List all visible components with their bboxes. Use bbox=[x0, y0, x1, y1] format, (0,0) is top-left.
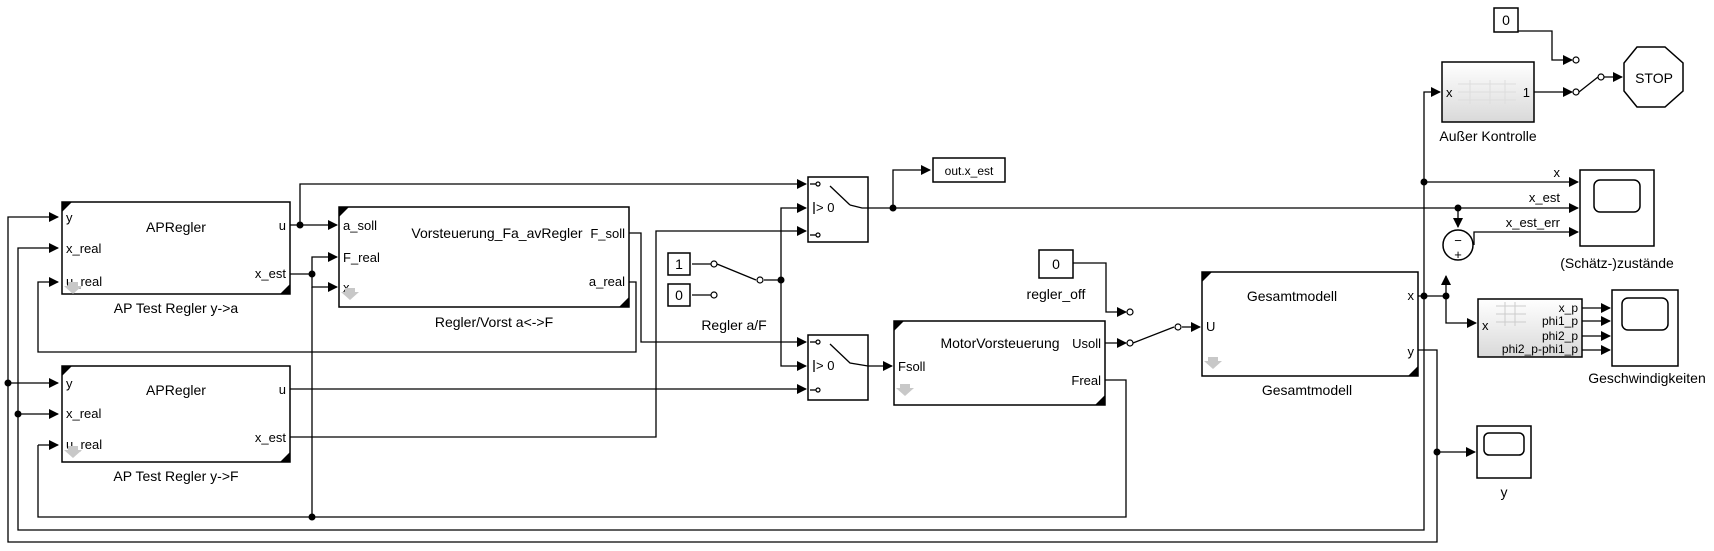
corner-mark bbox=[1202, 272, 1212, 282]
block-caption: Gesamtmodell bbox=[1262, 382, 1352, 398]
port-freal: Freal bbox=[1071, 373, 1101, 388]
out-phi2-p: phi2_p bbox=[1542, 329, 1578, 343]
port-x-est: x_est bbox=[255, 430, 286, 445]
constant-value: 0 bbox=[1502, 12, 1510, 28]
down-arrow-icon bbox=[64, 446, 82, 458]
port-usoll: Usoll bbox=[1072, 336, 1101, 351]
demux-block[interactable]: x x_p phi1_p phi2_p phi2_p-phi1_p bbox=[1477, 298, 1583, 358]
corner-mark bbox=[280, 284, 290, 294]
motor-vorsteuerung-block[interactable]: MotorVorsteuerung Fsoll Usoll Freal bbox=[893, 320, 1106, 406]
vorsteuerung-block[interactable]: Vorsteuerung_Fa_avRegler a_soll F_real x… bbox=[338, 206, 630, 330]
scope-screen-icon bbox=[1621, 297, 1669, 331]
out-x-est-block[interactable]: out.x_est bbox=[932, 157, 1006, 183]
block-caption: Außer Kontrolle bbox=[1439, 128, 1536, 144]
block-caption: y bbox=[1501, 484, 1508, 500]
port-x: x bbox=[1482, 318, 1489, 333]
corner-mark bbox=[62, 202, 72, 212]
port-x: x bbox=[343, 280, 350, 295]
signal-x: x bbox=[1554, 165, 1561, 180]
port-u: u bbox=[279, 382, 286, 397]
port-a-real: a_real bbox=[589, 274, 625, 289]
block-title: APRegler bbox=[146, 382, 206, 398]
scope-states-block[interactable]: (Schätz-)zustände x x_est x_est_err bbox=[1506, 165, 1674, 271]
down-arrow-icon bbox=[341, 288, 359, 300]
switch-threshold: > 0 bbox=[816, 200, 834, 215]
switch-upper-block[interactable]: > 0 bbox=[807, 176, 869, 243]
constant-value: 1 bbox=[675, 256, 683, 272]
manual-switch-stop[interactable] bbox=[1572, 56, 1605, 96]
ausser-kontrolle-constant[interactable]: 0 bbox=[1493, 7, 1519, 33]
constant-value: 0 bbox=[675, 287, 683, 303]
down-arrow-icon bbox=[1204, 357, 1222, 369]
stop-label: STOP bbox=[1635, 70, 1673, 86]
port-out: 1 bbox=[1523, 85, 1530, 100]
constant-zero-block[interactable]: 0 bbox=[667, 283, 691, 307]
scope-speed-block[interactable]: Geschwindigkeiten bbox=[1588, 289, 1706, 386]
corner-mark bbox=[280, 452, 290, 462]
block-title: MotorVorsteuerung bbox=[940, 335, 1059, 351]
out-phi2-minus-phi1: phi2_p-phi1_p bbox=[1502, 342, 1578, 356]
switch-lower-block[interactable]: > 0 bbox=[807, 334, 869, 401]
stop-block[interactable]: STOP bbox=[1623, 46, 1684, 108]
port-f-real: F_real bbox=[343, 250, 380, 265]
block-title: APRegler bbox=[146, 219, 206, 235]
corner-mark bbox=[1095, 395, 1105, 405]
block-title: Vorsteuerung_Fa_avRegler bbox=[411, 225, 583, 241]
port-y: y bbox=[1408, 344, 1415, 359]
ap-regler-f-block[interactable]: APRegler y x_real u_real u x_est AP Test… bbox=[61, 365, 291, 484]
regler-off-constant[interactable]: 0 regler_off bbox=[1027, 249, 1086, 302]
port-a-soll: a_soll bbox=[343, 218, 377, 233]
switch-threshold: > 0 bbox=[816, 358, 834, 373]
port-u: U bbox=[1206, 319, 1215, 334]
comparison-graphic-icon bbox=[1458, 80, 1516, 104]
sum-plus: + bbox=[1454, 247, 1462, 262]
signal-x-est: x_est bbox=[1529, 190, 1560, 205]
constant-one-block[interactable]: 1 bbox=[667, 252, 691, 276]
corner-mark bbox=[1408, 366, 1418, 376]
constant-value: 0 bbox=[1052, 256, 1060, 272]
corner-mark bbox=[339, 207, 349, 217]
signal-x-est-err: x_est_err bbox=[1506, 215, 1561, 230]
manual-switch-regler-af[interactable]: Regler a/F bbox=[701, 260, 767, 333]
port-x-est: x_est bbox=[255, 266, 286, 281]
block-caption: (Schätz-)zustände bbox=[1560, 255, 1674, 271]
block-caption: Geschwindigkeiten bbox=[1588, 370, 1706, 386]
out-x-p: x_p bbox=[1559, 301, 1579, 315]
sum-block[interactable]: − + bbox=[1442, 229, 1474, 262]
port-fsoll: Fsoll bbox=[898, 359, 926, 374]
corner-mark bbox=[62, 366, 72, 376]
down-arrow-icon bbox=[64, 282, 82, 294]
demux-graphic-icon bbox=[1496, 302, 1526, 326]
gesamtmodell-block[interactable]: Gesamtmodell U x y Gesamtmodell bbox=[1201, 271, 1419, 398]
port-f-soll: F_soll bbox=[590, 226, 625, 241]
port-x-real: x_real bbox=[66, 241, 102, 256]
out-phi1-p: phi1_p bbox=[1542, 314, 1578, 328]
corner-mark bbox=[894, 321, 904, 331]
port-x: x bbox=[1408, 288, 1415, 303]
port-u: u bbox=[279, 218, 286, 233]
scope-screen-icon bbox=[1483, 432, 1525, 456]
port-x-real: x_real bbox=[66, 406, 102, 421]
corner-mark bbox=[619, 297, 629, 307]
block-caption: Regler a/F bbox=[701, 317, 766, 333]
ausser-kontrolle-block[interactable]: x 1 Außer Kontrolle bbox=[1439, 61, 1537, 144]
block-title: Gesamtmodell bbox=[1247, 288, 1337, 304]
manual-switch-regler-off[interactable] bbox=[1126, 308, 1182, 347]
out-x-est-label: out.x_est bbox=[945, 164, 994, 178]
port-x: x bbox=[1446, 85, 1453, 100]
block-caption: regler_off bbox=[1027, 286, 1086, 302]
block-caption: Regler/Vorst a<->F bbox=[435, 314, 553, 330]
scope-screen-icon bbox=[1593, 179, 1641, 213]
port-y: y bbox=[66, 210, 73, 225]
scope-y-block[interactable]: y bbox=[1476, 425, 1532, 500]
port-y: y bbox=[66, 376, 73, 391]
block-caption: AP Test Regler y->F bbox=[113, 468, 238, 484]
sum-minus: − bbox=[1454, 233, 1462, 248]
block-caption: AP Test Regler y->a bbox=[114, 300, 239, 316]
junction-dots bbox=[4, 178, 1462, 521]
down-arrow-icon bbox=[896, 384, 914, 396]
ap-regler-a-block[interactable]: APRegler y x_real u_real u x_est AP Test… bbox=[61, 201, 291, 316]
